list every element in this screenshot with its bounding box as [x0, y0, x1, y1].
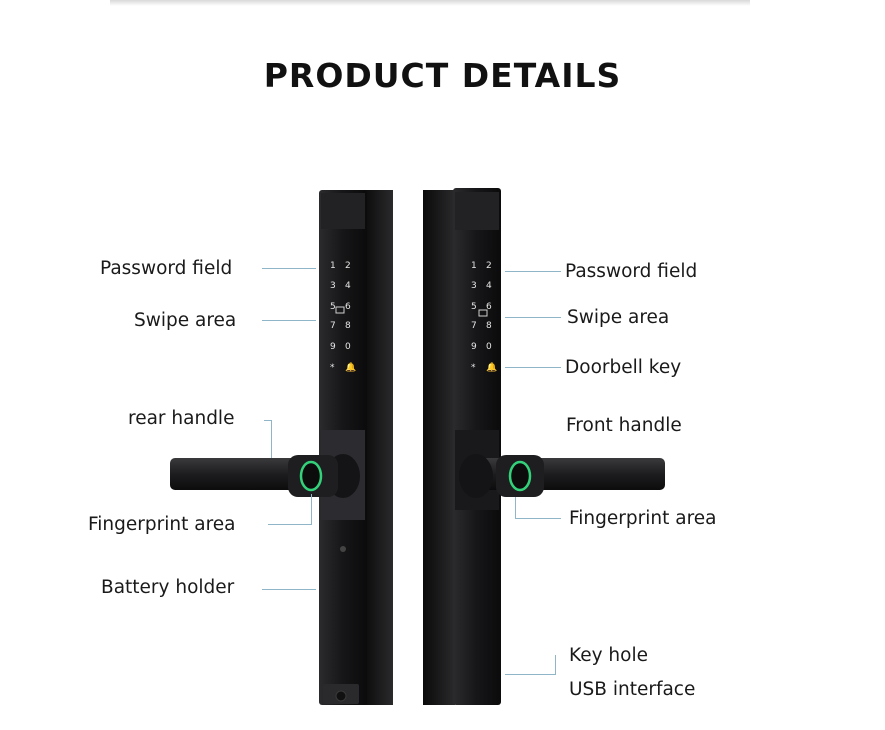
label-rear-handle: rear handle: [128, 408, 235, 429]
card-swipe-icon: [335, 306, 488, 317]
keypad-key: 9: [471, 342, 477, 352]
keypad-key: 3: [330, 281, 336, 291]
label-left-password-field: Password field: [100, 258, 233, 279]
leader-rear-handle-h: [264, 420, 272, 421]
label-key-hole: Key hole: [569, 645, 648, 666]
keypad-key: 4: [345, 281, 351, 291]
rear-fingerprint-ring: [299, 460, 323, 492]
label-usb-interface: USB interface: [569, 679, 696, 700]
leader-doorbell: [505, 367, 561, 368]
leader-left-fingerprint-v: [311, 494, 312, 525]
leader-rear-handle-v: [271, 420, 272, 458]
keypad-key: 1: [330, 261, 336, 271]
keypad-key: 🔔: [486, 362, 497, 373]
leader-battery: [262, 589, 316, 590]
keypad-key: 2: [486, 261, 492, 271]
label-right-swipe-area: Swipe area: [567, 307, 670, 328]
leader-keyhole-v: [555, 655, 556, 675]
keypad-key: 0: [345, 342, 351, 352]
label-front-handle: Front handle: [566, 415, 682, 436]
keypad-key: 🔔: [345, 362, 356, 373]
leader-left-swipe: [262, 320, 316, 321]
label-right-password-field: Password field: [565, 261, 698, 282]
leader-keyhole-h: [505, 674, 556, 675]
keypad-key: 5: [330, 302, 336, 312]
front-lock-side: [423, 190, 455, 705]
front-fingerprint-ring: [508, 460, 532, 492]
rear-lock: [170, 190, 393, 705]
top-edge-shadow: [110, 0, 750, 6]
keypad-key: 6: [486, 302, 492, 312]
page-title: PRODUCT DETAILS: [263, 56, 622, 95]
keypad-key: *: [330, 363, 335, 373]
leader-right-fingerprint-h: [515, 518, 561, 519]
label-right-fingerprint-area: Fingerprint area: [569, 508, 717, 529]
leader-left-fingerprint-h: [268, 524, 312, 525]
keypad-key: 3: [471, 281, 477, 291]
label-doorbell-key: Doorbell key: [565, 357, 682, 378]
keypad-key: 5: [471, 302, 477, 312]
keypad-key: 4: [486, 281, 492, 291]
label-left-fingerprint-area: Fingerprint area: [88, 514, 236, 535]
keypad-key: 7: [330, 321, 336, 331]
rear-lock-side: [363, 190, 393, 705]
leader-left-password: [262, 268, 316, 269]
leader-right-fingerprint-v: [515, 497, 516, 519]
label-left-swipe-area: Swipe area: [134, 310, 237, 331]
label-battery-holder: Battery holder: [101, 577, 235, 598]
keypad-key: 8: [345, 321, 351, 331]
leader-right-password: [505, 271, 561, 272]
keypad-key: 6: [345, 302, 351, 312]
front-lock: [423, 188, 665, 705]
keypad-key: *: [471, 363, 476, 373]
leader-right-swipe: [505, 317, 561, 318]
keypad-key: 7: [471, 321, 477, 331]
keypad-key: 2: [345, 261, 351, 271]
keypad-key: 1: [471, 261, 477, 271]
keypad-key: 0: [486, 342, 492, 352]
keypad-key: 8: [486, 321, 492, 331]
keypad-key: 9: [330, 342, 336, 352]
